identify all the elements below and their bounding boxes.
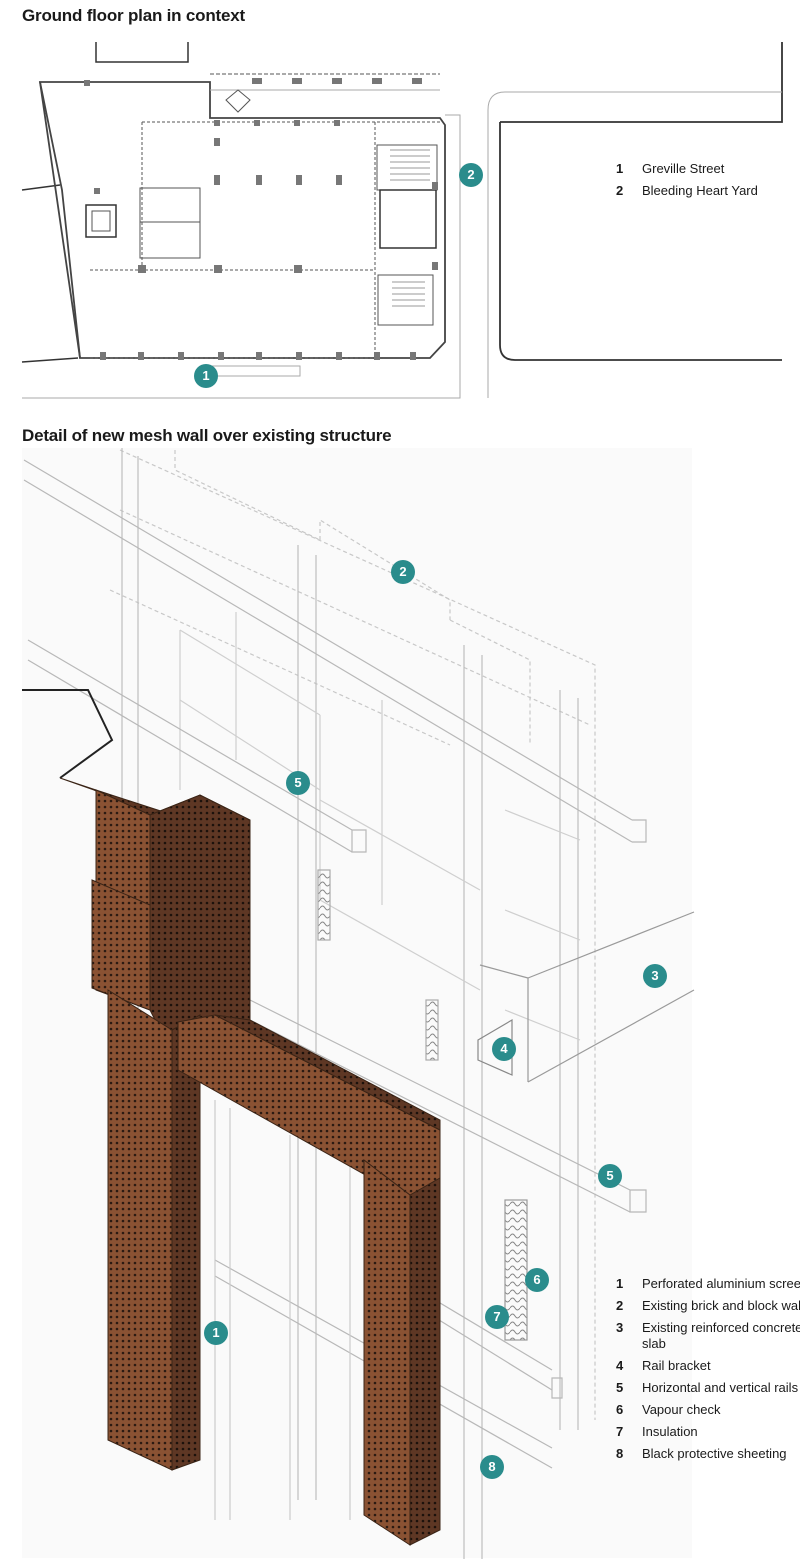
legend-number: 5 — [616, 1380, 624, 1395]
detail-marker-8: 8 — [480, 1455, 504, 1479]
legend-item: 6 Vapour check — [616, 1402, 800, 1418]
legend-item: 4 Rail bracket — [616, 1358, 800, 1374]
legend-label: Vapour check — [642, 1402, 721, 1417]
legend-item: 3 Existing reinforced concrete slab — [616, 1320, 800, 1352]
detail-legend: 1 Perforated aluminium screen 2 Existing… — [616, 1276, 800, 1468]
plan-title: Ground floor plan in context — [22, 6, 245, 25]
legend-number: 4 — [616, 1358, 624, 1373]
legend-label: Rail bracket — [642, 1358, 711, 1373]
legend-number: 8 — [616, 1446, 624, 1461]
plan-legend: 1 Greville Street 2 Bleeding Heart Yard — [616, 161, 800, 205]
legend-number: 7 — [616, 1424, 624, 1439]
legend-label: Greville Street — [642, 161, 725, 176]
detail-marker-5a: 5 — [286, 771, 310, 795]
plan-marker-1: 1 — [194, 364, 218, 388]
legend-item: 1 Perforated aluminium screen — [616, 1276, 800, 1292]
legend-label: Perforated aluminium screen — [642, 1276, 800, 1291]
legend-label: Bleeding Heart Yard — [642, 183, 758, 198]
detail-marker-4: 4 — [492, 1037, 516, 1061]
legend-number: 2 — [616, 183, 624, 198]
legend-item: 1 Greville Street — [616, 161, 800, 177]
legend-number: 1 — [616, 1276, 624, 1291]
legend-item: 2 Bleeding Heart Yard — [616, 183, 800, 199]
detail-title: Detail of new mesh wall over existing st… — [22, 426, 392, 445]
legend-item: 5 Horizontal and vertical rails — [616, 1380, 800, 1396]
legend-item: 7 Insulation — [616, 1424, 800, 1440]
detail-marker-6: 6 — [525, 1268, 549, 1292]
legend-number: 1 — [616, 161, 624, 176]
detail-marker-7: 7 — [485, 1305, 509, 1329]
legend-number: 6 — [616, 1402, 624, 1417]
legend-label: Black protective sheeting — [642, 1446, 787, 1461]
floor-plan — [21, 42, 783, 399]
detail-marker-1: 1 — [204, 1321, 228, 1345]
plan-marker-2: 2 — [459, 163, 483, 187]
legend-item: 8 Black protective sheeting — [616, 1446, 800, 1462]
legend-number: 3 — [616, 1320, 624, 1335]
legend-number: 2 — [616, 1298, 624, 1313]
detail-marker-3: 3 — [643, 964, 667, 988]
detail-marker-5b: 5 — [598, 1164, 622, 1188]
legend-label: Horizontal and vertical rails — [642, 1380, 799, 1395]
legend-label: Existing brick and block wall — [642, 1298, 800, 1313]
legend-label: Existing reinforced concrete slab — [642, 1320, 800, 1351]
mesh-screen — [59, 777, 441, 1546]
legend-label: Insulation — [642, 1424, 698, 1439]
legend-item: 2 Existing brick and block wall — [616, 1298, 800, 1314]
detail-marker-2: 2 — [391, 560, 415, 584]
